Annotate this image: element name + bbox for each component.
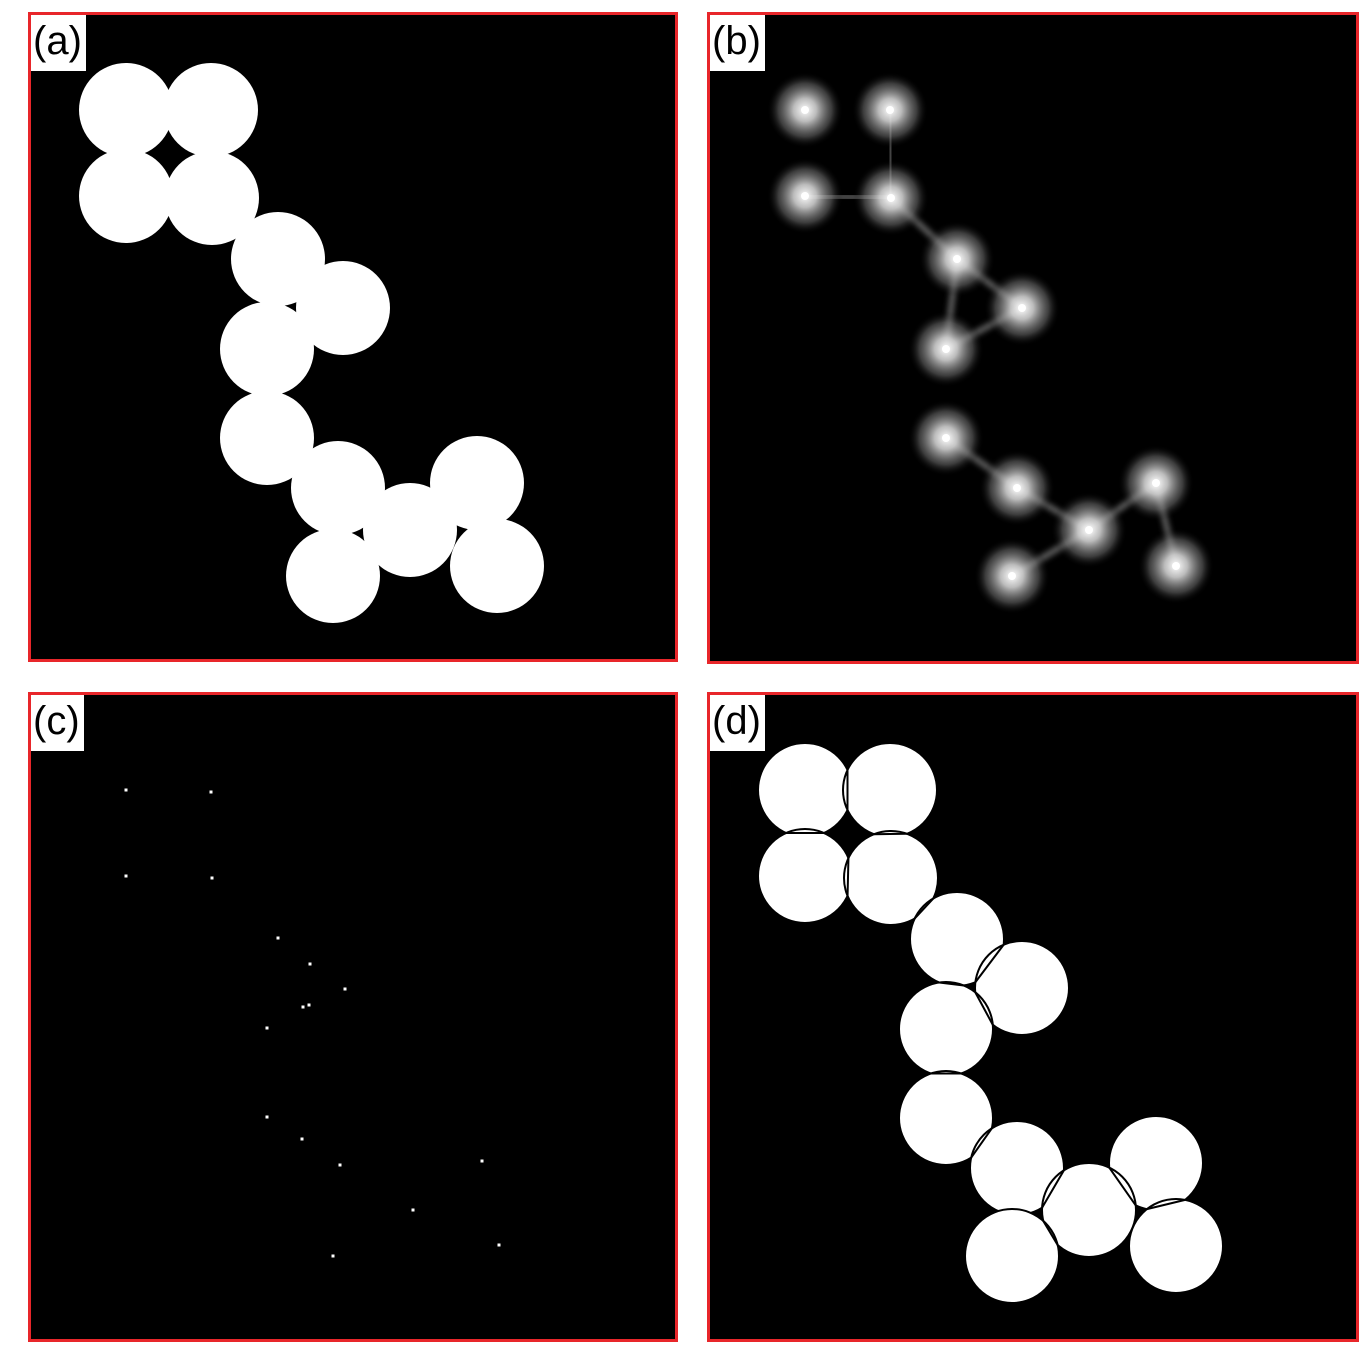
particle-disc [296,261,390,355]
marker-dot [265,1026,269,1030]
marker-dot [480,1159,484,1163]
watershed-boundary [1041,1169,1065,1209]
particle-disc [363,483,457,577]
marker-dot [338,1163,342,1167]
marker-dot [124,788,128,792]
marker-dot [307,1003,311,1007]
segmented-particle [757,742,853,838]
marker-dot [276,936,280,940]
particle-disc [450,519,544,613]
distance-peak-center [1008,572,1016,580]
particle-disc [231,212,325,306]
panel-d-label: (d) [710,695,765,751]
marker-dot [308,962,312,966]
watershed-boundary [974,944,1005,983]
marker-dot [300,1137,304,1141]
distance-peak-center [1018,304,1026,312]
marker-dot [301,1005,305,1009]
watershed-boundary [1042,1220,1059,1246]
marker-dot [124,874,128,878]
marker-dot [331,1254,335,1258]
segmented-particle [898,981,994,1077]
distance-peak-center [1085,526,1093,534]
distance-peak-center [1013,484,1021,492]
segmented-particle [898,1070,994,1166]
segmented-particle [842,742,938,838]
distance-peak-center [1172,562,1180,570]
segmented-particle [757,828,853,924]
distance-peak-center [953,255,961,263]
segmented-particle [964,1208,1060,1304]
panel-a-canvas [79,63,544,623]
particle-disc [430,436,524,530]
panel-b-canvas [767,72,1214,614]
segmented-particle [1041,1162,1137,1258]
particle-disc [220,391,314,485]
panel-a-label: (a) [31,15,86,71]
panel-b-distance-transform: (b) [707,12,1359,664]
panel-c-markers: (c) [28,692,678,1342]
segmented-particle [974,940,1070,1036]
distance-peak-center [886,106,894,114]
distance-peak-center [801,106,809,114]
panel-c-label: (c) [31,695,84,751]
marker-dot [265,1115,269,1119]
marker-dot [411,1208,415,1212]
panel-b-label: (b) [710,15,765,71]
marker-dot [210,876,214,880]
watershed-boundary [974,991,994,1026]
marker-dot [497,1243,501,1247]
particle-disc [286,529,380,623]
watershed-boundary [1146,1198,1186,1211]
panel-d-segmentation: (d) [707,692,1359,1342]
segmented-particle [843,830,939,926]
watershed-boundary [970,1127,993,1159]
particle-disc [79,149,173,243]
distance-peak-center [1152,479,1160,487]
particle-disc [165,151,259,245]
distance-peak-center [887,194,895,202]
distance-peak-center [942,345,950,353]
panel-a-binary-mask: (a) [28,12,678,662]
particle-disc [79,63,173,157]
panel-d-canvas [757,742,1224,1304]
watershed-boundary [1108,1166,1137,1207]
particle-disc [291,441,385,535]
particle-disc [220,302,314,396]
panel-c-canvas [124,788,501,1258]
marker-dot [343,987,347,991]
segmented-particle [1128,1198,1224,1294]
watershed-boundary [939,981,964,987]
marker-dot [209,790,213,794]
particle-disc [164,63,258,157]
distance-peak-center [942,434,950,442]
distance-peak-center [801,192,809,200]
watershed-boundary [913,897,935,920]
watershed-boundary [846,858,850,896]
